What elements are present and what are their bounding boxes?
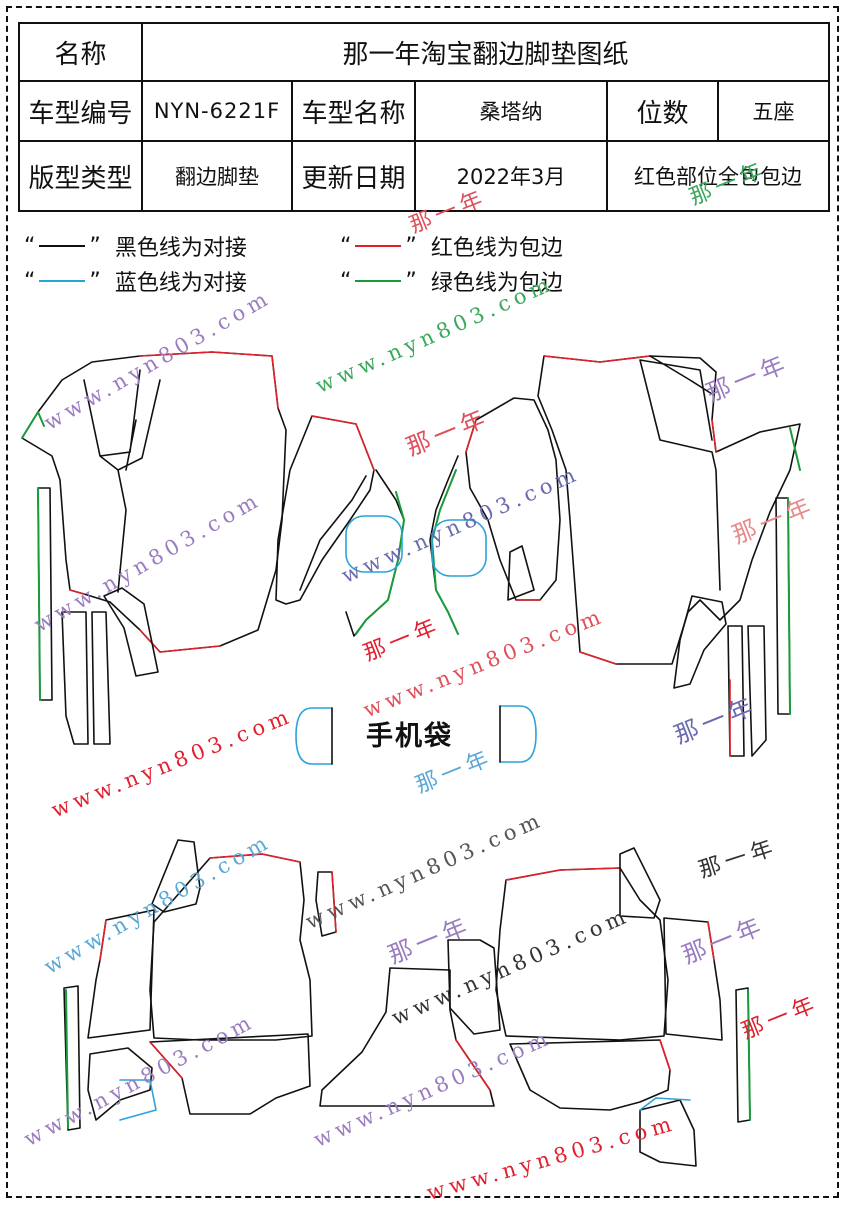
legend-label-black: 黑色线为对接 bbox=[114, 236, 247, 261]
upper-right-small-strip-2 bbox=[747, 625, 767, 757]
upper-left-pattern-group bbox=[21, 351, 405, 745]
legend-label-green: 绿色线为包边 bbox=[430, 271, 563, 296]
lower-right-corner-blue bbox=[639, 1097, 691, 1111]
legend-item-blue: “”蓝色线为对接 bbox=[24, 265, 247, 297]
model-name-label: 车型名称 bbox=[291, 80, 416, 142]
hem-note: 红色部位全包包边 bbox=[605, 140, 831, 212]
legend-swatch-blue bbox=[39, 280, 86, 282]
lower-right-tunnel-wing bbox=[447, 939, 501, 1035]
phone-pocket-left bbox=[295, 707, 333, 765]
upper-right-mat-green-edge bbox=[789, 427, 801, 471]
lower-right-long-strip-green bbox=[747, 989, 751, 1121]
upper-right-inner-seam bbox=[639, 355, 721, 591]
lower-left-rear-panel bbox=[149, 1033, 311, 1115]
upper-right-center-green bbox=[431, 469, 459, 635]
seats-label: 位数 bbox=[606, 80, 719, 142]
legend-swatch-green bbox=[355, 280, 402, 282]
upper-right-pattern-group bbox=[429, 355, 801, 757]
legend-label-blue: 蓝色线为对接 bbox=[114, 271, 247, 296]
legend-item-red: “”红色线为包边 bbox=[340, 230, 563, 262]
lower-left-slot-red bbox=[331, 871, 337, 933]
upper-right-wedge bbox=[673, 595, 727, 689]
lower-left-long-strip-green bbox=[65, 989, 69, 1129]
lower-right-rail bbox=[619, 847, 661, 919]
sheet-title: 那一年淘宝翻边脚垫图纸 bbox=[140, 22, 831, 82]
upper-left-small-strip-1 bbox=[61, 611, 89, 745]
lower-left-rear-red bbox=[149, 1041, 183, 1079]
upper-right-tunnel-notch bbox=[507, 545, 535, 601]
upper-left-side-strip-green bbox=[37, 487, 41, 701]
lower-right-main-red bbox=[505, 867, 621, 881]
legend-swatch-black bbox=[39, 245, 86, 247]
lower-left-slot bbox=[315, 871, 337, 937]
legend-item-black: “”黑色线为对接 bbox=[24, 230, 247, 262]
upper-left-tunnel-piece-inner bbox=[299, 475, 367, 591]
lower-left-corner-piece bbox=[87, 1047, 153, 1121]
upper-left-blue-pad bbox=[345, 515, 403, 573]
upper-left-main-mat bbox=[21, 351, 287, 653]
lower-left-side-red bbox=[99, 919, 107, 961]
legend-label-red: 红色线为包边 bbox=[430, 236, 563, 261]
update-date-label: 更新日期 bbox=[291, 140, 416, 212]
lower-left-pattern-group bbox=[63, 839, 337, 1131]
upper-left-mat-red-edge bbox=[69, 351, 279, 653]
upper-right-side-strip-green bbox=[787, 497, 791, 715]
pattern-type-label: 版型类型 bbox=[18, 140, 143, 212]
lower-right-pattern-group bbox=[447, 847, 751, 1167]
lower-left-rail bbox=[151, 839, 201, 913]
lower-right-side-red bbox=[707, 921, 715, 961]
name-label: 名称 bbox=[18, 22, 143, 82]
upper-right-tunnel-piece bbox=[465, 397, 561, 601]
legend-swatch-red bbox=[355, 245, 402, 247]
upper-right-tunnel-red bbox=[465, 419, 541, 601]
spec-table: 名称 那一年淘宝翻边脚垫图纸 车型编号 NYN-6221F 车型名称 桑塔纳 位… bbox=[18, 22, 831, 212]
pattern-type-value: 翻边脚垫 bbox=[141, 140, 293, 212]
model-code-label: 车型编号 bbox=[18, 80, 143, 142]
upper-left-tunnel-red bbox=[311, 415, 375, 471]
upper-left-wedge bbox=[103, 587, 159, 677]
upper-left-center-green bbox=[355, 491, 405, 635]
upper-right-mat-red-edge bbox=[543, 355, 717, 665]
model-code-value: NYN-6221F bbox=[141, 80, 293, 142]
legend-item-green: “”绿色线为包边 bbox=[340, 265, 563, 297]
lower-left-main-red bbox=[209, 853, 301, 863]
drawing-sheet-border bbox=[6, 6, 839, 1198]
upper-left-inner-seam bbox=[83, 369, 161, 593]
lower-right-rear-red bbox=[659, 1039, 671, 1071]
upper-left-small-strip-2 bbox=[91, 611, 111, 745]
phone-pocket-right bbox=[499, 705, 537, 763]
phone-pocket-label: 手机袋 bbox=[366, 721, 453, 752]
update-date-value: 2022年3月 bbox=[414, 140, 608, 212]
seats-value: 五座 bbox=[716, 80, 831, 142]
upper-right-main-mat bbox=[537, 355, 801, 665]
lower-center-tunnel-red bbox=[455, 1039, 491, 1091]
upper-right-blue-pad bbox=[431, 519, 487, 577]
model-name-value: 桑塔纳 bbox=[414, 80, 608, 142]
upper-left-mat-green-edge bbox=[21, 411, 45, 439]
lower-left-corner-blue bbox=[119, 1079, 157, 1121]
